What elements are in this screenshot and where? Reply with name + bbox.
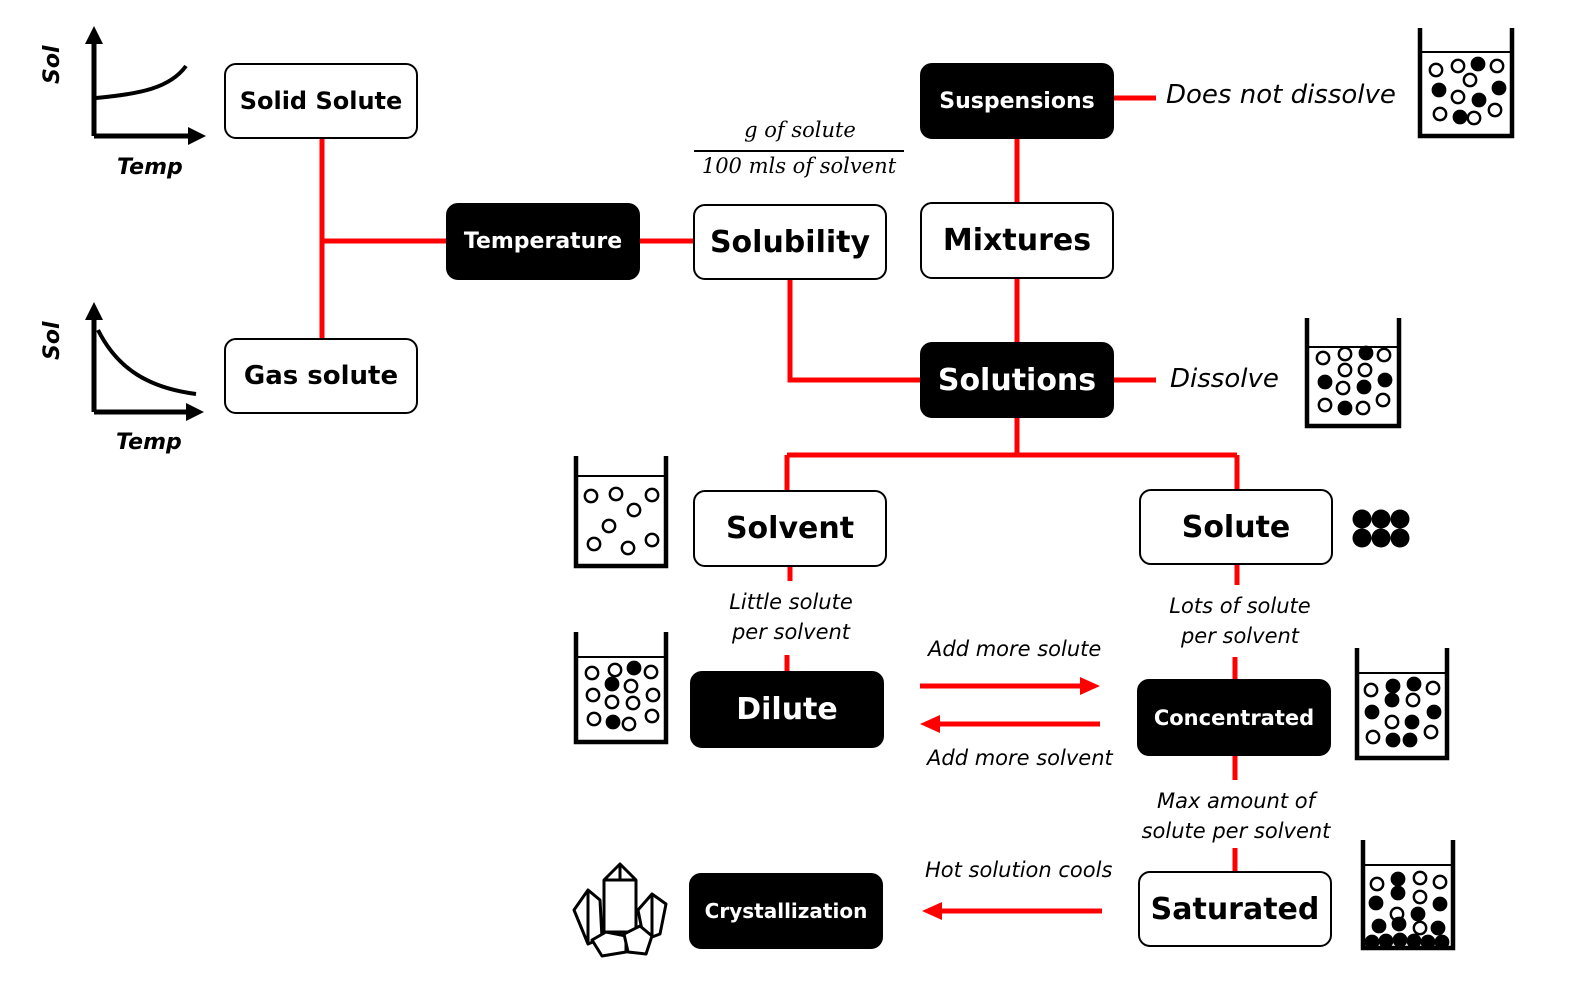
crystallization-node: Crystallization <box>689 873 883 949</box>
solvent-node: Solvent <box>693 490 887 567</box>
graph-increasing-icon <box>85 26 206 145</box>
dissolve-label: Dissolve <box>1170 364 1279 394</box>
beaker-saturated-icon <box>1360 840 1456 951</box>
beakers <box>573 28 1515 951</box>
graph-decreasing-icon <box>85 302 204 421</box>
solid-solute-node: Solid Solute <box>224 63 418 139</box>
add-more-solute-label: Add more solute <box>928 637 1102 661</box>
beaker-suspension-icon <box>1417 28 1515 139</box>
connector-lines <box>319 95 1240 871</box>
graph-bottom-y-label: Sol <box>40 321 65 361</box>
dilute-node: Dilute <box>690 671 884 748</box>
does-not-dissolve-label: Does not dissolve <box>1166 80 1396 110</box>
saturated-node: Saturated <box>1138 871 1332 947</box>
formula-numerator: g of solute <box>744 118 856 142</box>
solute-node: Solute <box>1139 489 1333 565</box>
mixtures-node: Mixtures <box>920 202 1114 279</box>
beaker-concentrated-icon <box>1354 648 1450 761</box>
formula-fraction-bar <box>694 150 904 152</box>
add-more-solvent-label: Add more solvent <box>927 746 1113 770</box>
beaker-solvent-icon <box>573 456 669 569</box>
solutions-node: Solutions <box>920 342 1114 418</box>
beaker-dilute-icon <box>573 632 669 745</box>
formula-denominator: 100 mls of solvent <box>701 154 897 178</box>
temperature-node: Temperature <box>446 203 640 280</box>
solubility-node: Solubility <box>693 204 887 280</box>
arrows <box>920 677 1102 920</box>
graph-top-y-label: Sol <box>40 45 65 85</box>
concentrated-node: Concentrated <box>1137 679 1331 756</box>
beaker-dissolve-icon <box>1304 318 1402 429</box>
graph-bottom-x-label: Temp <box>116 430 182 455</box>
solute-particles-icon <box>1352 509 1410 548</box>
graph-top-x-label: Temp <box>117 155 183 180</box>
hot-solution-cools-label: Hot solution cools <box>925 858 1113 882</box>
crystal-icon <box>572 862 668 958</box>
gas-solute-node: Gas solute <box>224 338 418 414</box>
suspensions-node: Suspensions <box>920 63 1114 139</box>
